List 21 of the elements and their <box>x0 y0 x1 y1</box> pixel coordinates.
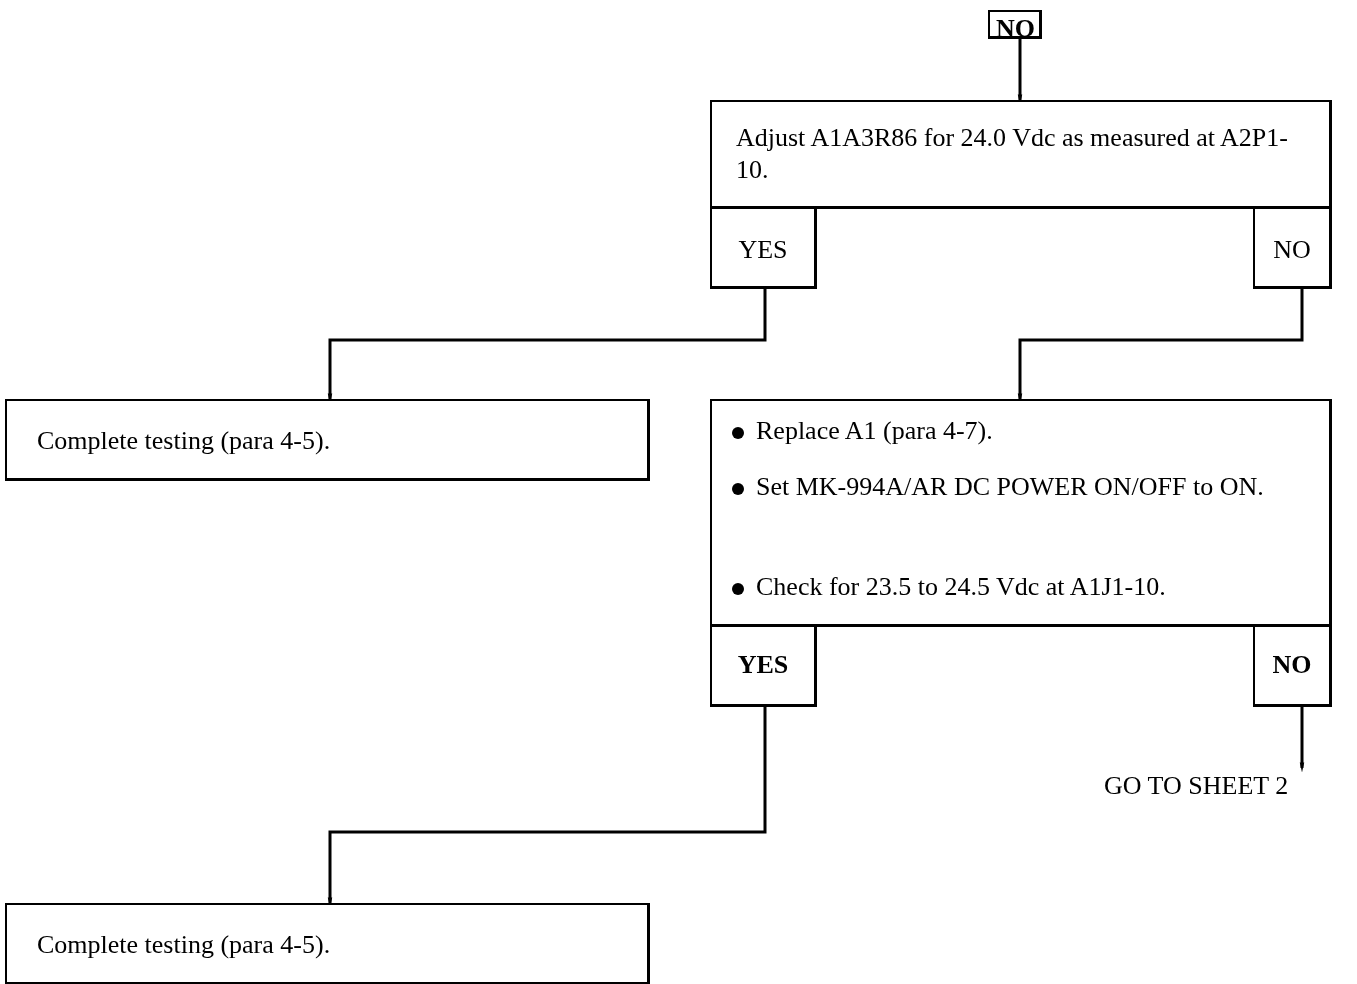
answer-label: NO <box>1272 234 1312 266</box>
step-text: Complete testing (para 4-5). <box>37 425 332 457</box>
step-text: Complete testing (para 4-5). <box>37 929 332 961</box>
answer-label: NO <box>1271 649 1313 681</box>
go-to-text: GO TO SHEET 2 <box>1104 770 1290 802</box>
step-text: Adjust A1A3R86 for 24.0 Vdc as measured at A2P1-10. <box>736 122 1289 186</box>
arrow <box>1299 707 1305 773</box>
answer-tag <box>988 10 1042 39</box>
answer-label: YES <box>737 234 789 266</box>
process-box <box>5 903 650 984</box>
answer-box <box>1253 625 1332 707</box>
answer-box <box>710 207 817 289</box>
process-box <box>710 100 1332 209</box>
step-text: Check for 23.5 to 24.5 Vdc at A1J1-10. <box>756 571 1167 603</box>
process-box <box>5 399 650 481</box>
process-box <box>710 399 1332 627</box>
answer-label: YES <box>736 649 790 681</box>
step-text: Set MK-994A/AR DC POWER ON/OFF to ON. <box>756 471 1265 503</box>
answer-box <box>1253 207 1332 289</box>
answer-box <box>710 625 817 707</box>
step-text: Replace A1 (para 4-7). <box>756 415 994 447</box>
